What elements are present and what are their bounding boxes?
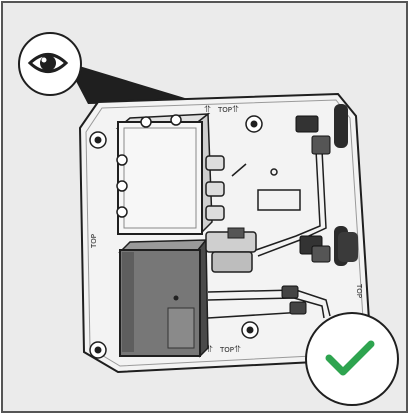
eye-icon — [27, 53, 69, 73]
status-indicator — [305, 312, 399, 406]
mounting-hole — [89, 131, 107, 149]
top-mark-right: TOP — [355, 283, 363, 298]
view-pointer — [66, 62, 198, 104]
svg-text:⥣: ⥣ — [233, 345, 242, 355]
top-mark-lower: TOP — [219, 346, 234, 354]
hose-fitting — [281, 115, 331, 315]
svg-text:⥣: ⥣ — [231, 105, 240, 115]
junction-box — [115, 112, 213, 235]
view-indicator — [18, 32, 82, 96]
cutout-slot — [257, 189, 301, 211]
mounting-hole — [89, 341, 107, 359]
svg-text:⥣: ⥣ — [203, 105, 212, 115]
cable-gland — [205, 155, 225, 221]
hose — [207, 149, 331, 319]
svg-text:⥣: ⥣ — [205, 345, 214, 355]
top-mark-upper: TOP — [217, 106, 232, 114]
check-icon — [325, 340, 375, 376]
mounting-hole — [241, 321, 259, 339]
mounting-hole — [245, 115, 263, 133]
pump-unit — [118, 237, 209, 358]
valve-block — [205, 227, 257, 273]
top-mark-left: TOP — [90, 234, 98, 249]
wall-knob — [334, 104, 358, 266]
